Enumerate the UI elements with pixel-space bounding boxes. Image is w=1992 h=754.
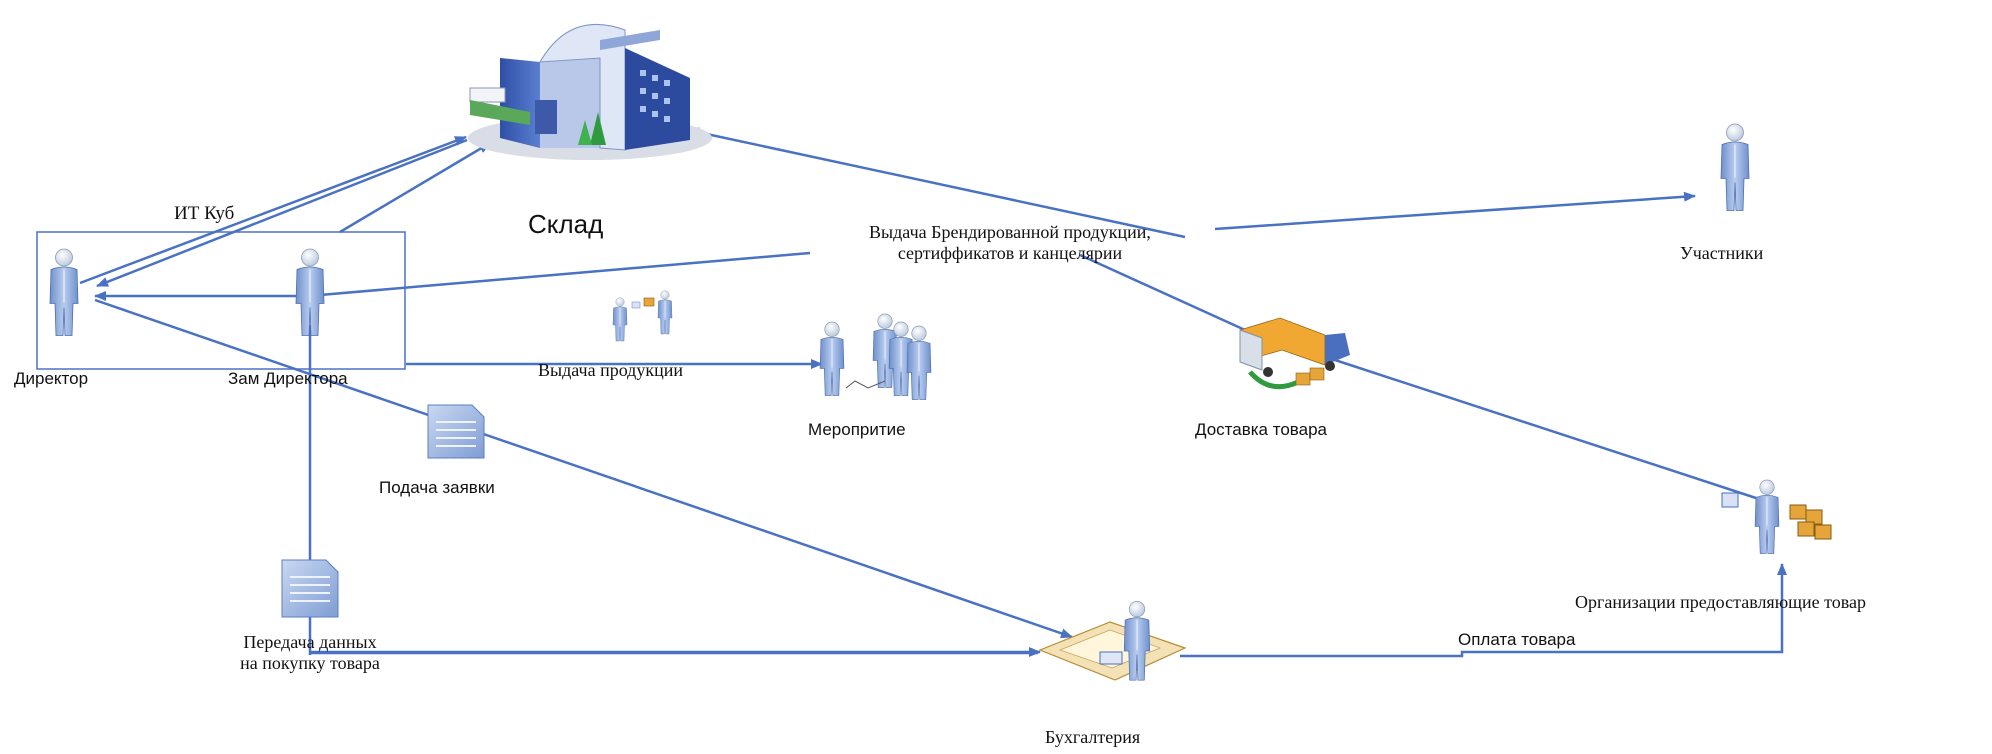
edge-director-warehouse <box>79 135 467 285</box>
purchase-doc-line1: Передача данных <box>243 632 377 652</box>
branded-issue-line2: сертиффикатов и канцелярии <box>897 242 1123 263</box>
participant-person-icon <box>1720 123 1750 212</box>
it-cube-group-box <box>36 231 406 370</box>
connectors <box>79 127 1787 658</box>
deputy-label: Зам Директора <box>228 369 348 388</box>
payment-label: Оплата товара <box>1458 630 1576 649</box>
edge-director-accounting <box>94 298 1073 639</box>
edge-branded-delivery <box>1079 253 1246 332</box>
edge-deputy-warehouse <box>339 141 491 234</box>
supplier-person-with-boxes-icon <box>1721 479 1832 555</box>
product-issue-label: Выдача продукции <box>538 360 683 380</box>
branded-issue-label: Выдача Брендированной продукции, сертифф… <box>805 222 1215 263</box>
group-of-people-icon <box>819 313 932 401</box>
event-label: Меропритие <box>808 420 906 439</box>
edge-payment <box>1180 563 1787 658</box>
edge-branded-to-deputy <box>319 251 811 297</box>
deputy-person-icon <box>295 248 325 337</box>
edge-delivery-suppliers <box>1334 358 1763 502</box>
accountant-at-desk-icon <box>1038 600 1187 681</box>
suppliers-label: Организации предоставляющие товар <box>1575 592 1867 612</box>
delivery-truck-icon <box>1239 317 1350 390</box>
branded-issue-line1: Выдача Брендированной продукции, <box>869 222 1151 242</box>
warehouse-label: Склад <box>528 209 604 239</box>
document-icon <box>281 559 339 618</box>
handover-people-icon <box>612 290 673 342</box>
director-person-icon <box>49 248 79 337</box>
participants-label: Участники <box>1680 243 1764 263</box>
edge-warehouse-director <box>96 138 468 288</box>
accounting-label: Бухгалтерия <box>1045 727 1141 747</box>
warehouse-building-icon <box>468 23 712 160</box>
edge-branded-participants <box>1214 191 1696 231</box>
purchase-doc-label: Передача данных на покупку товара <box>205 632 415 673</box>
edge-branded-warehouse <box>687 127 1186 239</box>
document-icon <box>427 404 485 459</box>
purchase-doc-line2: на покупку товара <box>240 652 380 673</box>
director-label: Директор <box>14 369 89 388</box>
group-label: ИТ Куб <box>174 203 235 224</box>
delivery-label: Доставка товара <box>1195 420 1327 439</box>
application-doc-label: Подача заявки <box>379 478 495 497</box>
